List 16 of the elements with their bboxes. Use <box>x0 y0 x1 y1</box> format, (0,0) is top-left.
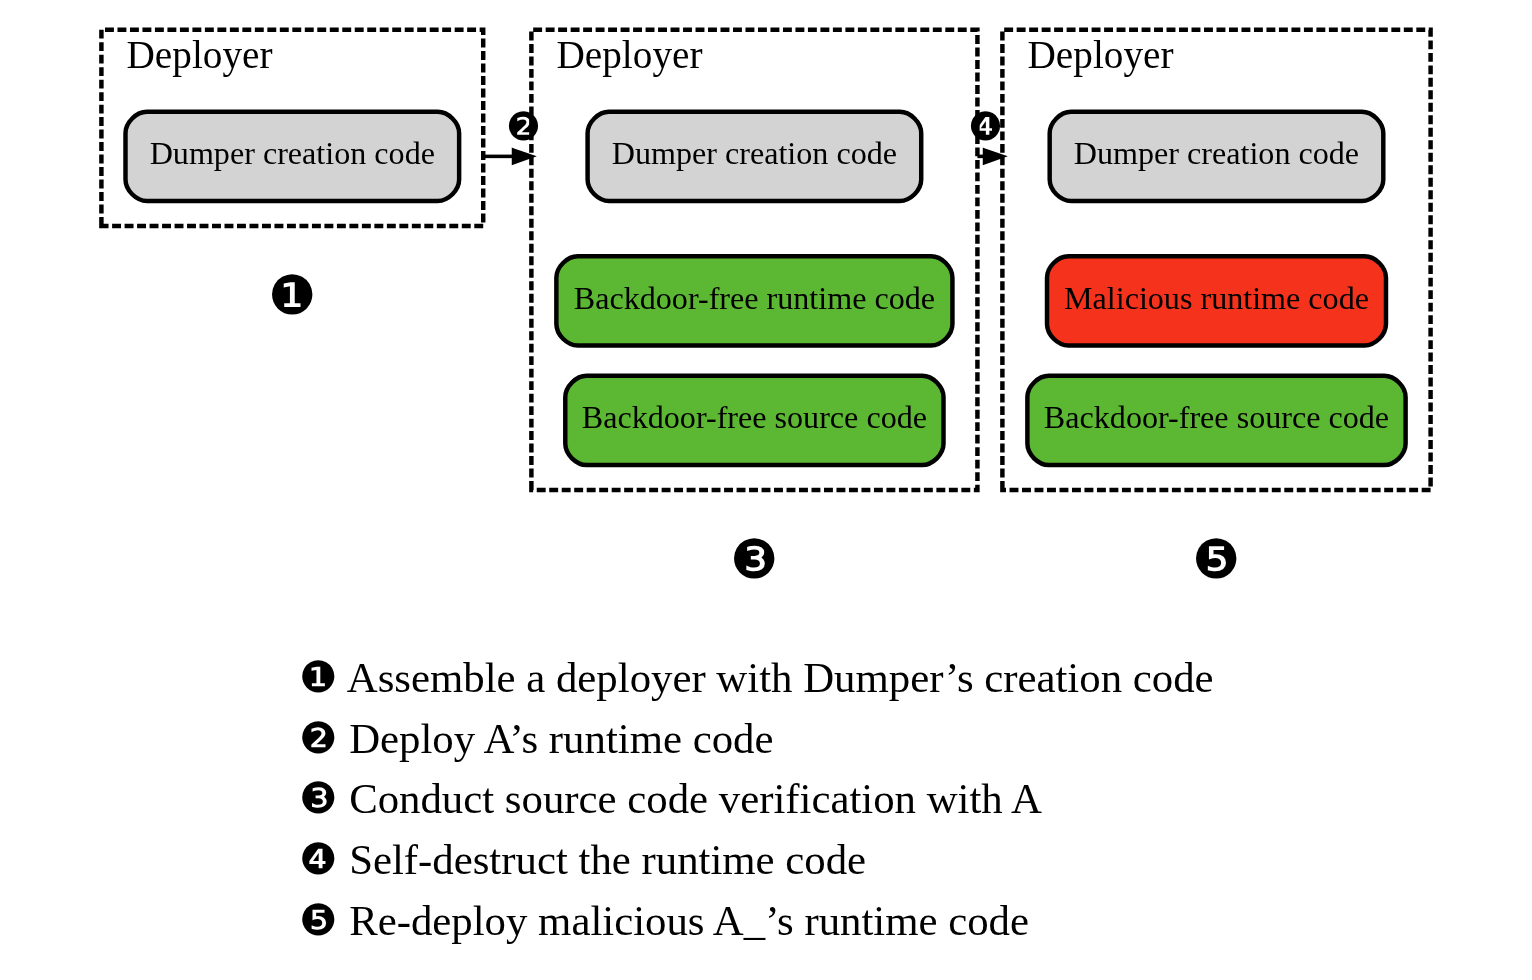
label: ❹ Self-destruct the runtime code <box>299 835 867 883</box>
node-box: Dumper creation code <box>123 109 462 204</box>
label: ❶ Assemble a deployer with Dumper’s creation code <box>299 653 1214 701</box>
node-label: ❶ <box>268 266 317 327</box>
arrow <box>483 147 537 166</box>
label: ❸ Conduct source code verification with A <box>299 775 1043 823</box>
label: ❺ Re-deploy malicious A_’s runtime code <box>299 896 1030 944</box>
node-box: Dumper creation code <box>1047 109 1386 204</box>
node-box: Backdoor-free source code <box>563 373 946 468</box>
node-box: Malicious runtime code <box>1044 254 1389 348</box>
label: ❷ Deploy A’s runtime code <box>299 714 774 762</box>
node-box: Dumper creation code <box>585 109 924 204</box>
node-label: ❸ <box>730 530 779 591</box>
node-box: Backdoor-free source code <box>1025 373 1408 468</box>
node-label: ❺ <box>1192 530 1241 591</box>
node-box: Backdoor-free runtime code <box>554 254 955 348</box>
